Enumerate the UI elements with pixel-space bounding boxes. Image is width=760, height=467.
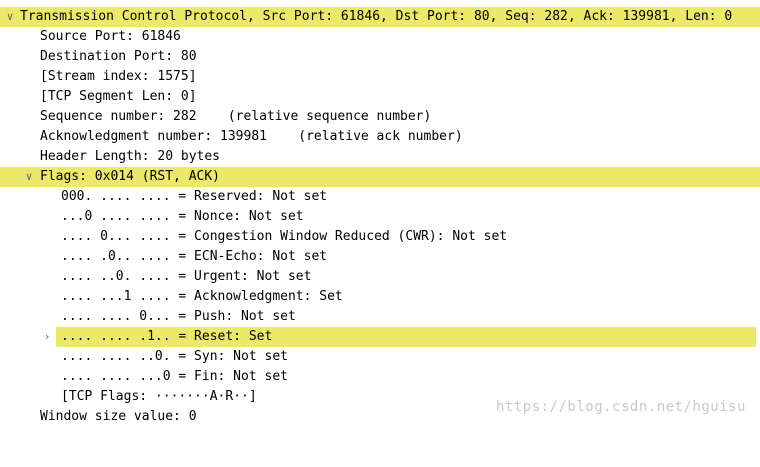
field-header-length[interactable]: Header Length: 20 bytes — [0, 147, 760, 167]
field-label: Window size value: 0 — [40, 409, 197, 424]
flag-urgent[interactable]: .... ..0. .... = Urgent: Not set — [0, 267, 760, 287]
field-source-port[interactable]: Source Port: 61846 — [0, 27, 760, 47]
field-ack-number[interactable]: Acknowledgment number: 139981 (relative … — [0, 127, 760, 147]
flag-cwr[interactable]: .... 0... .... = Congestion Window Reduc… — [0, 227, 760, 247]
flag-label: .... .... ..0. = Syn: Not set — [61, 349, 288, 364]
flag-reserved[interactable]: 000. .... .... = Reserved: Not set — [0, 187, 760, 207]
chevron-down-icon[interactable]: ∨ — [25, 170, 33, 183]
flag-label: .... ...1 .... = Acknowledgment: Set — [61, 289, 343, 304]
flag-tcp-flags-summary[interactable]: [TCP Flags: ·······A·R··] — [0, 387, 760, 407]
field-sequence-number[interactable]: Sequence number: 282 (relative sequence … — [0, 107, 760, 127]
flag-label: .... .... .1.. = Reset: Set — [61, 329, 273, 344]
watermark-text: https://blog.csdn.net/hguisu — [495, 399, 746, 415]
field-label: Destination Port: 80 — [40, 49, 197, 64]
field-label: Header Length: 20 bytes — [40, 149, 221, 164]
tcp-header-label: Transmission Control Protocol, Src Port:… — [20, 9, 733, 24]
flag-fin[interactable]: .... .... ...0 = Fin: Not set — [0, 367, 760, 387]
field-label: [Stream index: 1575] — [40, 69, 197, 84]
field-label: Source Port: 61846 — [40, 29, 181, 44]
flags-row[interactable]: ∨ Flags: 0x014 (RST, ACK) — [0, 167, 760, 187]
flag-label: .... ..0. .... = Urgent: Not set — [61, 269, 312, 284]
field-destination-port[interactable]: Destination Port: 80 — [0, 47, 760, 67]
flag-push[interactable]: .... .... 0... = Push: Not set — [0, 307, 760, 327]
field-window-size[interactable]: Window size value: 0 — [0, 407, 760, 427]
tcp-header-row[interactable]: ∨ Transmission Control Protocol, Src Por… — [0, 7, 760, 27]
flag-label: .... 0... .... = Congestion Window Reduc… — [61, 229, 508, 244]
flag-nonce[interactable]: ...0 .... .... = Nonce: Not set — [0, 207, 760, 227]
flag-label: .... .... 0... = Push: Not set — [61, 309, 296, 324]
flag-reset-selected[interactable]: › .... .... .1.. = Reset: Set — [44, 327, 756, 347]
flag-syn[interactable]: .... .... ..0. = Syn: Not set — [0, 347, 760, 367]
flag-ecn-echo[interactable]: .... .0.. .... = ECN-Echo: Not set — [0, 247, 760, 267]
chevron-right-icon[interactable]: › — [43, 330, 51, 343]
field-label: Acknowledgment number: 139981 (relative … — [40, 129, 463, 144]
flags-label: Flags: 0x014 (RST, ACK) — [40, 169, 221, 184]
flag-label: 000. .... .... = Reserved: Not set — [61, 189, 328, 204]
field-segment-len[interactable]: [TCP Segment Len: 0] — [0, 87, 760, 107]
packet-details-tree: ∨ Transmission Control Protocol, Src Por… — [0, 7, 760, 427]
field-stream-index[interactable]: [Stream index: 1575] — [0, 67, 760, 87]
field-label: [TCP Segment Len: 0] — [40, 89, 197, 104]
flag-label: .... .0.. .... = ECN-Echo: Not set — [61, 249, 328, 264]
flag-label: [TCP Flags: ·······A·R··] — [61, 389, 257, 404]
chevron-down-icon[interactable]: ∨ — [6, 10, 14, 23]
flag-label: ...0 .... .... = Nonce: Not set — [61, 209, 304, 224]
flag-label: .... .... ...0 = Fin: Not set — [61, 369, 288, 384]
field-label: Sequence number: 282 (relative sequence … — [40, 109, 432, 124]
flag-acknowledgment[interactable]: .... ...1 .... = Acknowledgment: Set — [0, 287, 760, 307]
